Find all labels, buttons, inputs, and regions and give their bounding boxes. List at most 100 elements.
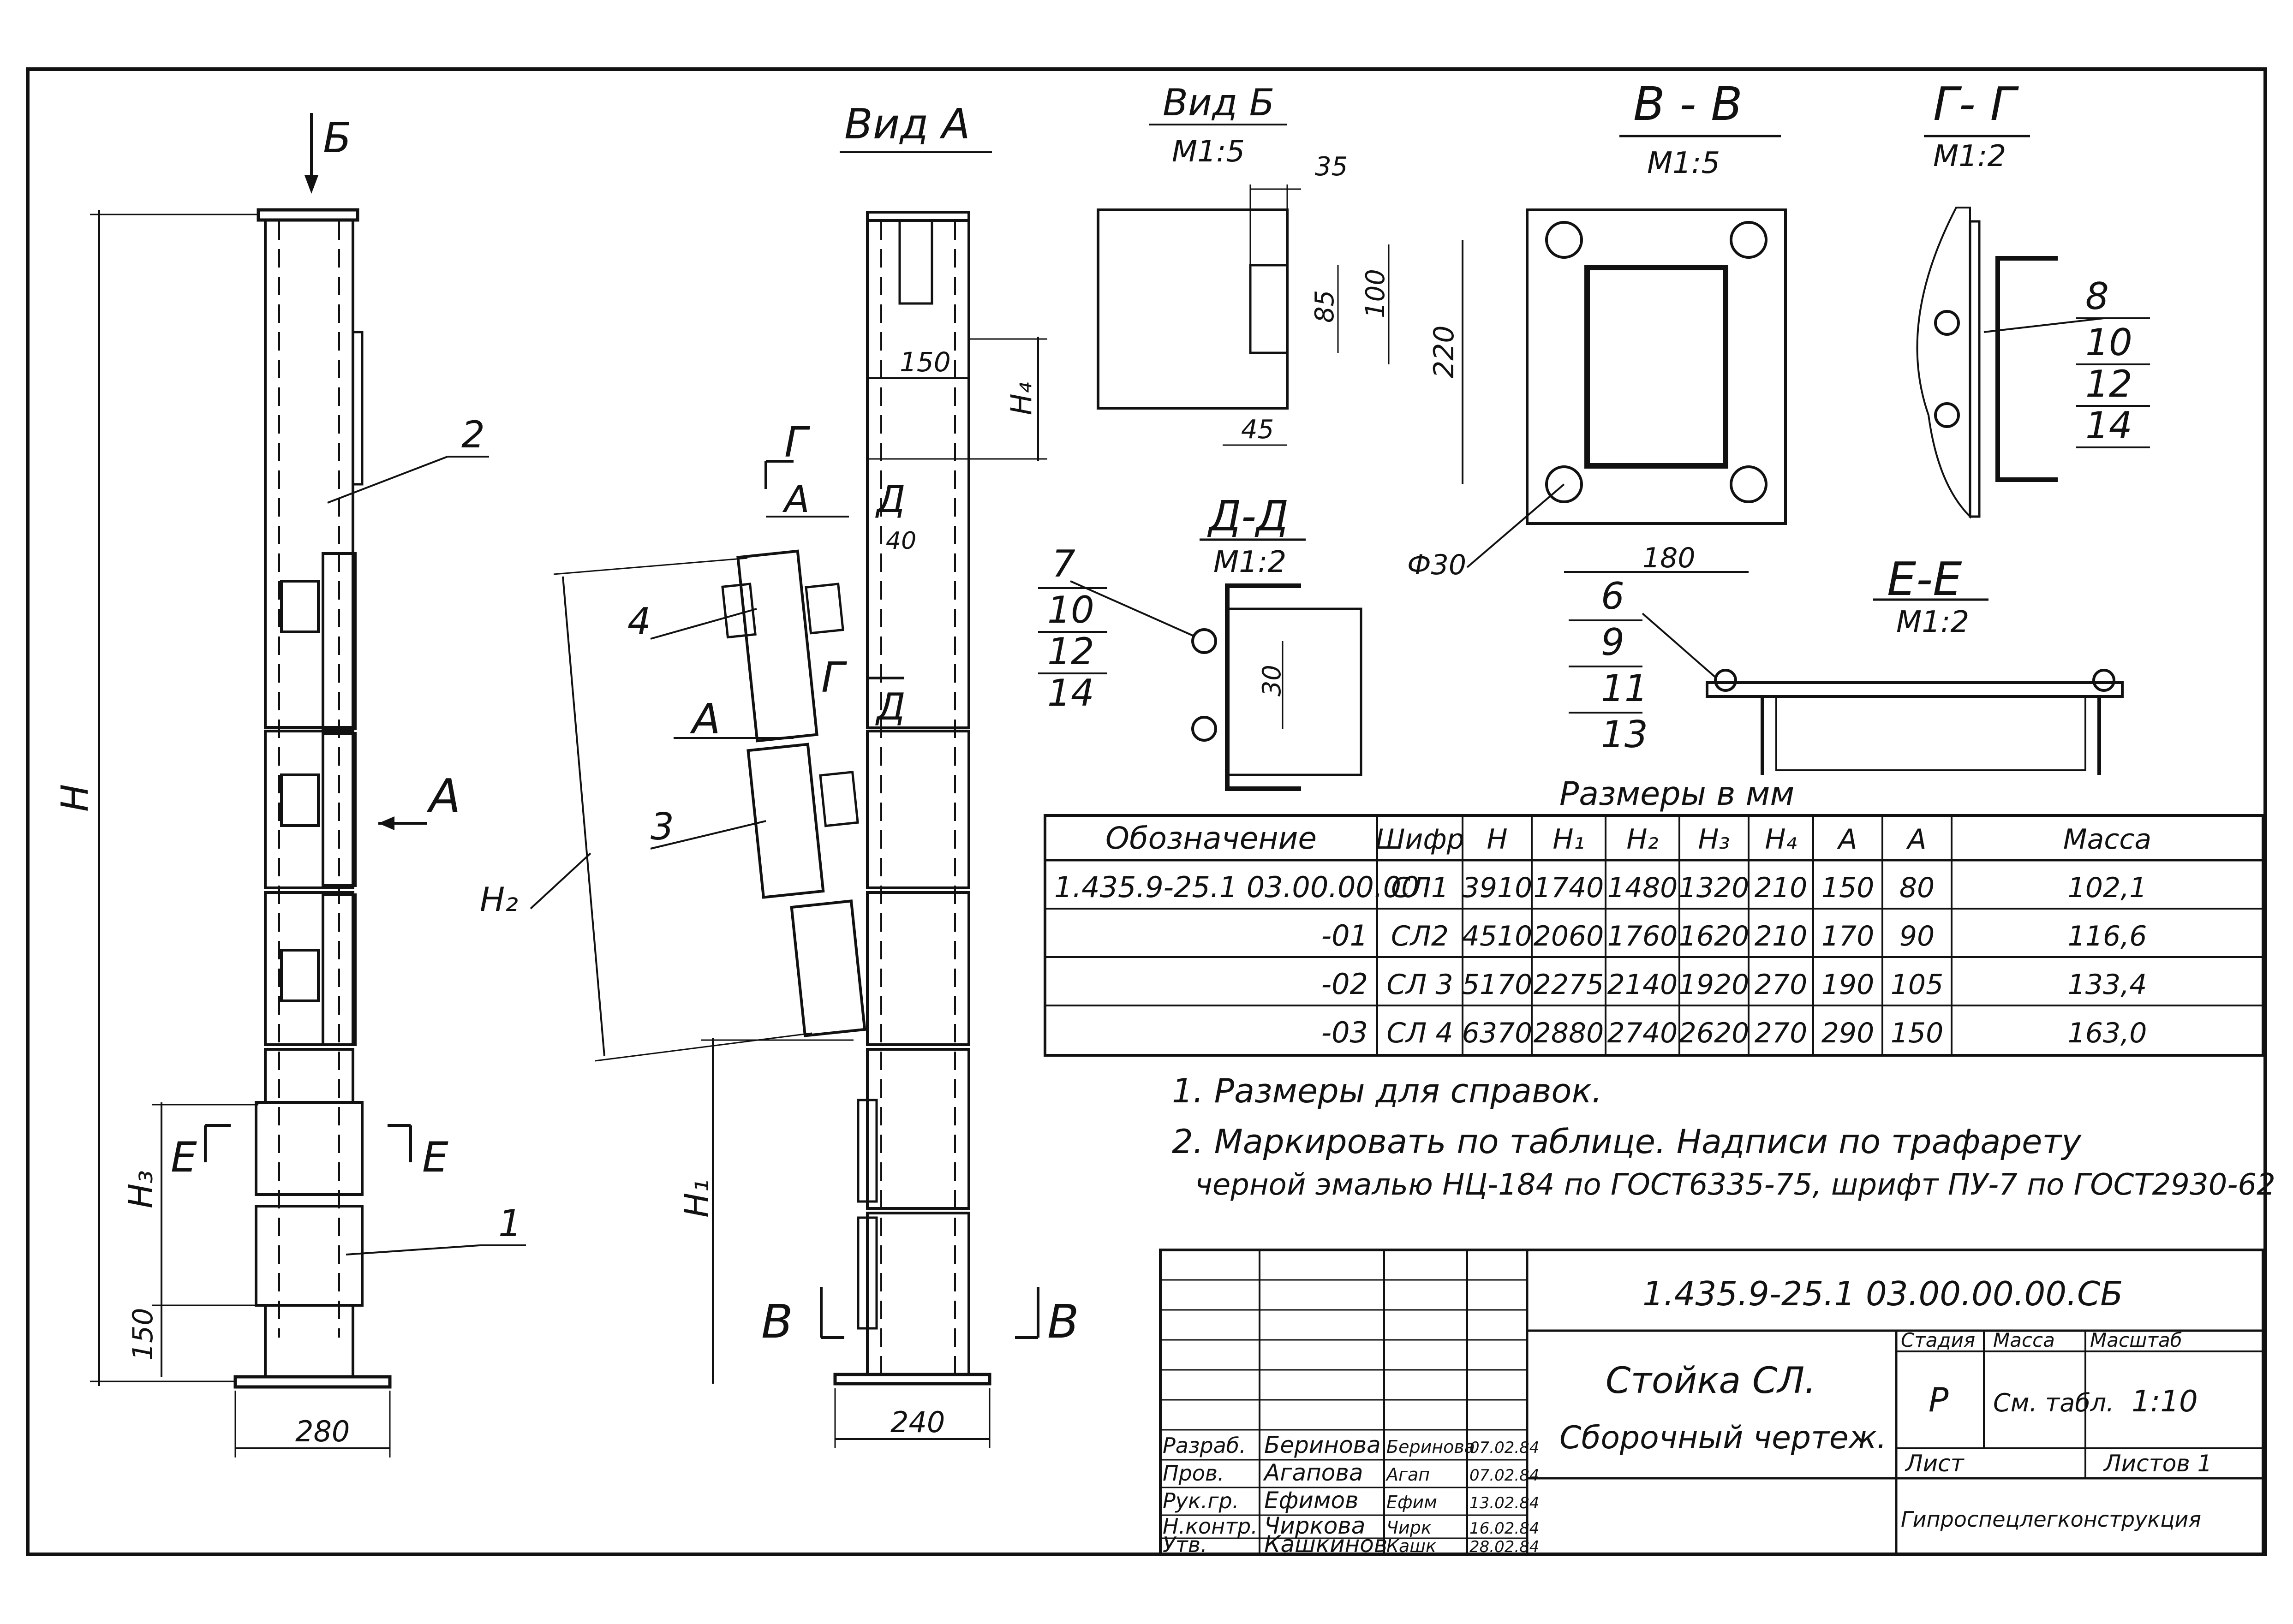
- dd-callout: 14: [1047, 672, 1094, 714]
- person-date: 13.02.84: [1469, 1494, 1539, 1512]
- note-3: черной эмалью НЦ-184 по ГОСТ6335-75, шри…: [1195, 1168, 2275, 1202]
- doc-name-2: Сборочный чертеж.: [1559, 1420, 1887, 1456]
- ee-callout: 6: [1601, 575, 1624, 618]
- b-arrow-label: Б: [323, 114, 352, 162]
- person-signature: Ефим: [1386, 1492, 1437, 1512]
- person-name: Беринова: [1264, 1432, 1381, 1458]
- stage-value: Р: [1929, 1380, 1949, 1419]
- table-cell: 5170: [1462, 969, 1533, 1001]
- table-header-cell: Н₂: [1626, 823, 1658, 856]
- a-small-1: А: [782, 478, 810, 521]
- table-header-cell: Обозначение: [1105, 821, 1317, 856]
- table-cell: 6370: [1462, 1017, 1533, 1049]
- dim-150-top: 150: [900, 346, 951, 378]
- pos-1: 1: [498, 1202, 522, 1245]
- table-cell: 190: [1821, 969, 1875, 1001]
- dim-v180: 180: [1642, 542, 1696, 574]
- table-cell: 2140: [1607, 969, 1678, 1001]
- section-gg-scale: М1:2: [1933, 139, 2006, 173]
- person-signature: Чирк: [1386, 1517, 1432, 1538]
- gg-callout: 10: [2085, 321, 2132, 364]
- table-header-cell: Н₄: [1765, 823, 1797, 856]
- gg-callouts: 8 10 12 14: [2076, 275, 2150, 448]
- dim-h: Н: [54, 784, 96, 812]
- ee-callout: 9: [1601, 621, 1624, 664]
- a-small-2: А: [690, 695, 721, 744]
- table-cell: 1.435.9-25.1 03.00.00.00: [1054, 870, 1419, 904]
- stage-label: Стадия: [1901, 1329, 1975, 1351]
- gg-callout: 8: [2085, 275, 2109, 318]
- pos-4: 4: [627, 600, 651, 643]
- doc-name-1: Стойка СЛ.: [1606, 1360, 1816, 1402]
- table-cell: 2880: [1534, 1017, 1604, 1049]
- view-a: Вид А 150 Н₄ 240 Н₁ В В: [480, 100, 1079, 1448]
- section-ee-title: Е-Е: [1887, 552, 1962, 606]
- ee-callouts: 6 9 11 13: [1569, 575, 1648, 756]
- table-cell: 1740: [1534, 872, 1604, 904]
- dim-150-bottom: 150: [127, 1308, 159, 1361]
- front-view: Б Н Н₃ 150: [54, 113, 526, 1457]
- person-name: Ефимов: [1264, 1487, 1359, 1514]
- table-cell: 4510: [1462, 920, 1533, 952]
- table-cell: 2740: [1607, 1017, 1678, 1049]
- dim-v-phi30: Ф30: [1407, 549, 1466, 581]
- doc-code: 1.435.9-25.1 03.00.00.00.СБ: [1642, 1274, 2123, 1313]
- dim-240: 240: [890, 1405, 945, 1439]
- section-gg: Г- Г М1:2 8 10 12 14: [1916, 77, 2150, 519]
- person-signature: Беринова: [1386, 1437, 1475, 1457]
- section-ee-scale: М1:2: [1896, 605, 1969, 639]
- section-vv: В - В М1:5 220 180 Ф30: [1407, 77, 1787, 581]
- dd-callout: 12: [1047, 630, 1094, 673]
- dim-h2: Н₂: [480, 880, 518, 919]
- section-dd-title: Д-Д: [1207, 492, 1289, 541]
- section-gg-title: Г- Г: [1933, 77, 2019, 131]
- table-cell: 1920: [1679, 969, 1750, 1001]
- section-ee: Е-Е М1:2 6 9 11 13: [1569, 552, 2124, 775]
- table-cell: 170: [1821, 920, 1875, 952]
- table-cell: 150: [1821, 872, 1875, 904]
- table-cell: 2275: [1534, 969, 1604, 1001]
- person-date: 16.02.84: [1469, 1519, 1539, 1538]
- table-cell: 133,4: [2068, 969, 2147, 1001]
- person-role: Разраб.: [1163, 1433, 1246, 1458]
- person-date: 07.02.84: [1469, 1439, 1539, 1457]
- dim-280: 280: [295, 1415, 350, 1448]
- dim-h3: Н₃: [121, 1170, 160, 1208]
- table-header-cell: Н: [1487, 823, 1507, 856]
- table-cell: 2060: [1534, 920, 1604, 952]
- top-plate: [257, 208, 359, 222]
- d-mark-2: Д: [875, 685, 906, 728]
- table-cell: 290: [1821, 1017, 1875, 1049]
- g-mark-2: Г: [821, 654, 848, 702]
- org-name: Гипроспецлегконструкция: [1901, 1507, 2201, 1532]
- table-cell: 210: [1755, 920, 1808, 952]
- table-cell: 1760: [1607, 920, 1678, 952]
- table-cell: СЛ2: [1391, 920, 1449, 952]
- table-header-cell: Н₃: [1698, 823, 1730, 856]
- note-2: 2. Маркировать по таблице. Надписи по тр…: [1172, 1122, 2082, 1161]
- table-cell: 105: [1891, 969, 1944, 1001]
- base-plate: [233, 1375, 392, 1389]
- drawing-frame: [26, 67, 2267, 1556]
- gg-callout: 12: [2085, 363, 2132, 405]
- person-role: Рук.гр.: [1163, 1488, 1239, 1513]
- dim-b100: 100: [1361, 269, 1391, 318]
- person-signature: Агап: [1385, 1464, 1430, 1485]
- table-cell: 163,0: [2068, 1017, 2147, 1049]
- table-header-cell: А: [1836, 823, 1857, 856]
- table-cell: 270: [1755, 1017, 1808, 1049]
- table-cell: 150: [1891, 1017, 1944, 1049]
- table-cell: 116,6: [2068, 920, 2147, 952]
- scale-label: Масштаб: [2090, 1329, 2182, 1351]
- section-dd: Д-Д М1:2 30 7 10 12 14: [1038, 492, 1362, 791]
- dd-callouts: 7 10 12 14: [1038, 542, 1107, 714]
- person-name: Кашкинов: [1264, 1531, 1387, 1558]
- table-cell: СЛ 3: [1386, 969, 1453, 1001]
- section-vv-title: В - В: [1633, 77, 1743, 131]
- gg-callout: 14: [2085, 404, 2132, 447]
- table-cell: 80: [1899, 872, 1935, 904]
- view-b-title: Вид Б: [1163, 81, 1275, 124]
- table-cell: СЛ1: [1391, 872, 1449, 904]
- dim-40: 40: [886, 527, 916, 555]
